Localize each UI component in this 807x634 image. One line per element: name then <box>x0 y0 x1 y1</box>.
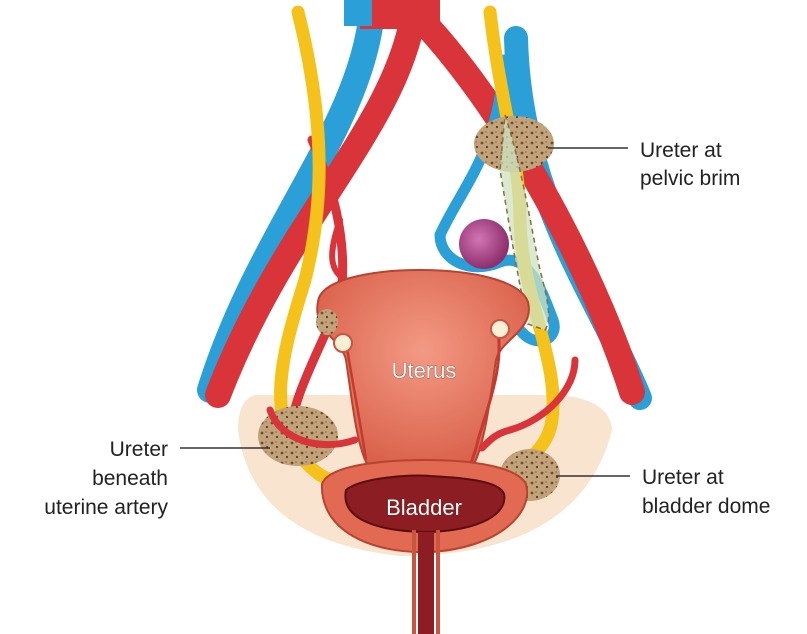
urethra-lumen <box>418 532 434 634</box>
beneath-artery-label-line-2: beneath <box>92 467 168 490</box>
beneath-artery-label-line-1: Ureter <box>110 438 168 461</box>
bladder-dome-label-line-1: Ureter at <box>642 466 724 489</box>
bladder-label: Bladder <box>386 495 462 520</box>
pelvic-brim-label-line-1: Ureter at <box>640 139 722 162</box>
pelvic-brim-label-line-2: pelvic brim <box>640 167 740 190</box>
beneath-artery-label-line-3: uterine artery <box>44 496 168 519</box>
left-tubal-lesion <box>316 309 338 335</box>
right-tube-opening <box>491 320 509 338</box>
right-ovary <box>459 219 509 269</box>
bladder-dome-label-line-2: bladder dome <box>642 495 770 518</box>
uterus-label: Uterus <box>392 358 457 383</box>
left-tube-opening <box>334 334 352 352</box>
